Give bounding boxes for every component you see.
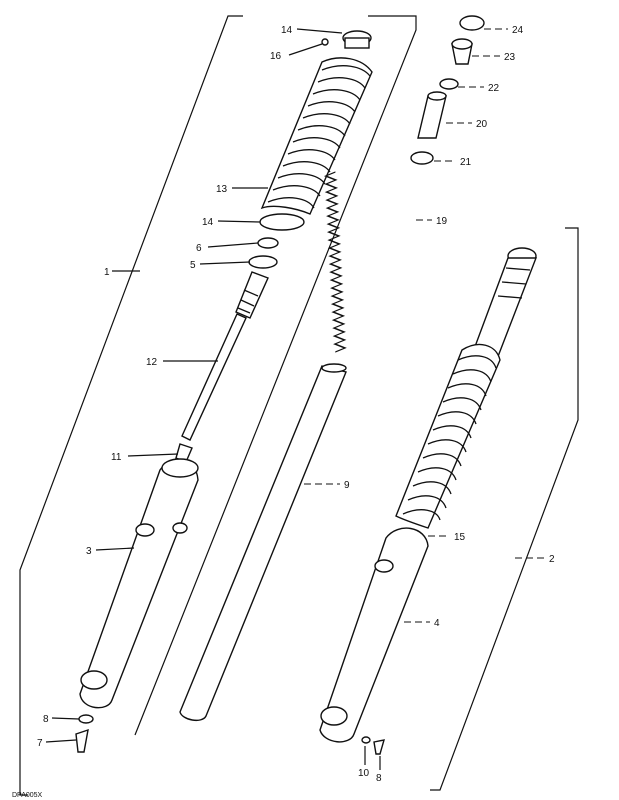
callout-3: 3 [86,546,92,557]
washer [248,255,278,269]
callout-9: 9 [344,480,350,491]
callout-16: 16 [270,51,282,62]
drain-screw [75,728,89,753]
small-screw [321,38,329,46]
callout-14-right: 15 [454,532,466,543]
right-drain-washer [361,736,371,744]
callout-6: 6 [196,243,202,254]
callout-5: 5 [190,260,196,271]
callout-2: 2 [549,554,555,565]
damper-rod [181,313,247,441]
callout-7: 7 [37,738,43,749]
right-outer-tube [319,527,429,743]
left-axle-boss [80,670,108,690]
drain-washer [78,714,94,724]
spacer-tube [417,95,447,139]
left-lug [135,523,155,537]
callout-12: 12 [146,357,158,368]
right-lug [374,559,394,573]
right-rubber-boot [395,343,501,529]
left-outer-tube [79,459,199,709]
fork-spring [323,171,347,353]
damper-rod-head [235,271,269,319]
diagram-code: DPA005X [12,792,43,799]
circlip [257,237,279,249]
callout-14-left: 14 [202,217,214,228]
center-parts [179,15,485,722]
callout-9-right: 8 [376,773,382,784]
assembly-1-bracket [19,15,243,796]
assembly-2-bracket [430,227,579,791]
right-fork-assembly [319,247,538,755]
right-boot-ribs [402,355,497,521]
callout-4: 4 [434,618,440,629]
callout-10: 10 [358,768,370,779]
inner-tube [179,365,347,722]
callout-23: 23 [504,52,516,63]
right-axle-boss [320,706,348,726]
callout-labels: 14 16 13 14 6 5 1 12 11 3 8 7 24 23 22 2… [12,25,555,799]
callout-22: 22 [488,83,500,94]
right-drain-screw [373,739,385,755]
callout-24: 24 [512,25,524,36]
top-cap [459,15,485,31]
callout-11: 11 [111,452,122,463]
callout-8: 8 [43,714,49,725]
leader-lines [45,28,545,770]
assembly-9-bracket [134,15,417,736]
callout-13: 13 [216,184,228,195]
callout-1: 1 [104,267,110,278]
left-fork-assembly [75,30,373,753]
left-boot-ribs [267,65,371,209]
callout-19: 19 [436,216,448,227]
left-seal-ring [259,213,305,231]
callout-15: 14 [281,25,293,36]
callout-21: 21 [460,157,472,168]
callout-20: 20 [476,119,488,130]
spring-seat [410,151,434,165]
o-ring [439,78,459,90]
